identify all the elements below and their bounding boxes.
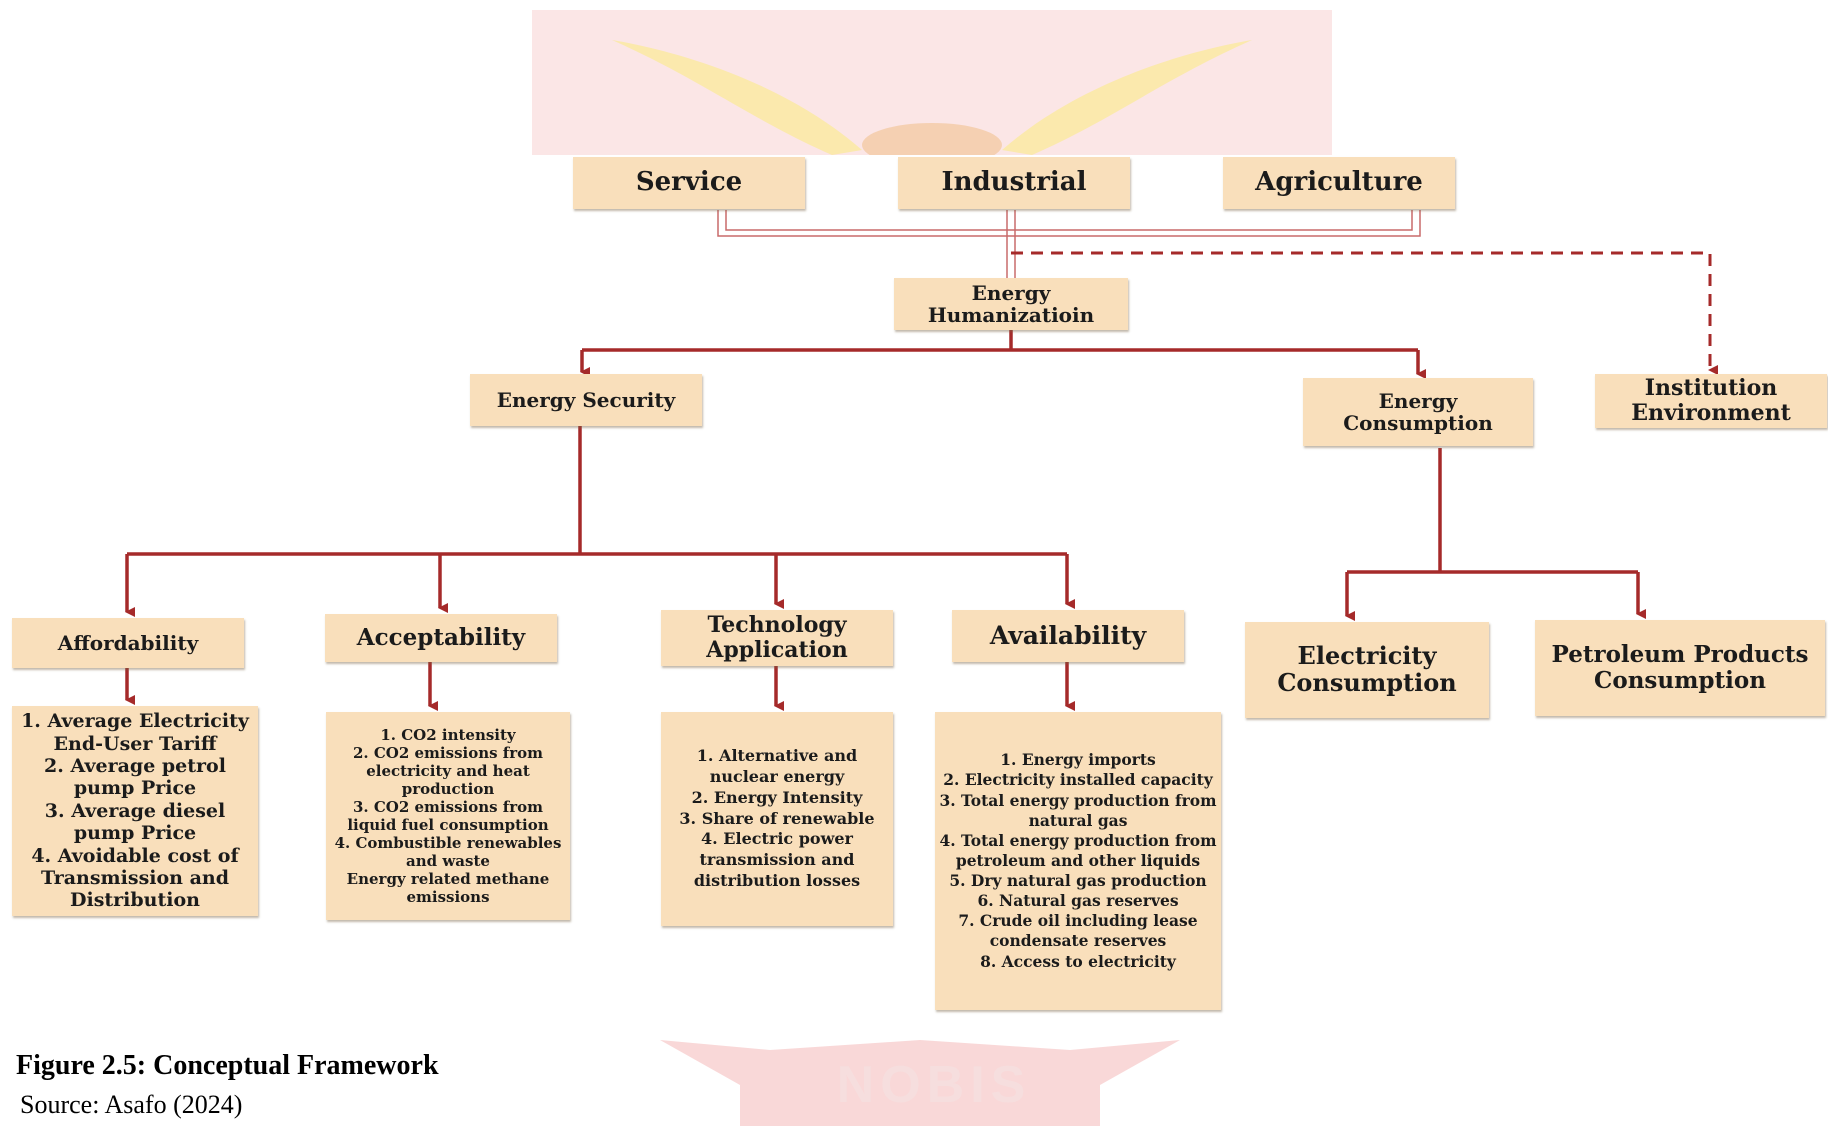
availability-indicators: 1. Energy imports 2. Electricity install… [935, 712, 1221, 1010]
list-item: 8. Access to electricity [980, 951, 1176, 971]
list-item: 5. Dry natural gas production [949, 871, 1207, 891]
technology-application-box: Technology Application [661, 610, 893, 666]
watermark-text: NOBIS [836, 1056, 1032, 1114]
energy-security-label: Energy Security [496, 387, 676, 412]
list-item: 4. Electric power transmission and distr… [693, 829, 861, 890]
sector-service-label: Service [635, 167, 743, 198]
energy-humanization-label: Energy Humanizatioin [927, 280, 1095, 327]
list-item: 1. Alternative and nuclear energy [696, 746, 858, 786]
availability-label: Availability [989, 621, 1147, 650]
list-item: 2. Average petrol pump Price [44, 754, 226, 800]
figure-caption: Figure 2.5: Conceptual Framework [16, 1050, 439, 1081]
acceptability-box: Acceptability [325, 614, 557, 662]
sector-agriculture-box: Agriculture [1223, 157, 1455, 209]
acceptability-indicators: 1. CO2 intensity 2. CO2 emissions from e… [326, 712, 570, 920]
energy-consumption-label: Energy Consumption [1343, 388, 1493, 435]
institution-environment-label: Institution Environment [1631, 375, 1791, 426]
list-item: 4. Avoidable cost of Transmission and Di… [31, 844, 239, 912]
affordability-label: Affordability [57, 630, 199, 655]
list-item: 2. Electricity installed capacity [943, 770, 1213, 790]
petroleum-consumption-box: Petroleum Products Consumption [1535, 620, 1825, 716]
list-item: 1. CO2 intensity [380, 726, 516, 744]
list-item: 1. Average Electricity End-User Tariff [21, 710, 249, 755]
list-item: 1. Energy imports [1000, 750, 1156, 770]
list-item: 2. Energy Intensity [691, 787, 863, 807]
sector-join-lines [717, 210, 1421, 278]
sector-industrial-box: Industrial [898, 157, 1130, 209]
list-item: 2. CO2 emissions from electricity and he… [352, 744, 544, 798]
list-item: Energy related methane emissions [346, 870, 550, 906]
figure-source: Source: Asafo (2024) [20, 1090, 243, 1119]
crest-wings-watermark [532, 10, 1332, 155]
list-item: 4. Total energy production from petroleu… [939, 830, 1217, 870]
crest-banner-watermark [660, 1040, 1180, 1126]
electricity-consumption-box: Electricity Consumption [1245, 622, 1489, 718]
availability-box: Availability [952, 610, 1184, 662]
list-item: 3. Total energy production from natural … [939, 790, 1217, 830]
list-item: 3. CO2 emissions from liquid fuel consum… [347, 798, 549, 834]
list-item: 3. Average diesel pump Price [44, 799, 226, 845]
affordability-indicators: 1. Average Electricity End-User Tariff 2… [12, 706, 258, 916]
list-item: 7. Crude oil including lease condensate … [958, 911, 1198, 951]
technology-application-label: Technology Application [706, 612, 848, 663]
list-item: 6. Natural gas reserves [977, 891, 1179, 911]
institution-environment-box: Institution Environment [1595, 374, 1827, 428]
sector-industrial-label: Industrial [941, 167, 1087, 198]
technology-application-indicators: 1. Alternative and nuclear energy 2. Ene… [661, 712, 893, 926]
sector-service-box: Service [573, 157, 805, 209]
petroleum-consumption-label: Petroleum Products Consumption [1551, 641, 1809, 694]
list-item: 3. Share of renewable [679, 808, 875, 828]
energy-security-box: Energy Security [470, 374, 702, 426]
sector-agriculture-label: Agriculture [1255, 167, 1423, 198]
electricity-consumption-label: Electricity Consumption [1277, 641, 1457, 697]
acceptability-label: Acceptability [356, 624, 526, 652]
list-item: 4. Combustible renewables and waste [334, 834, 562, 870]
affordability-box: Affordability [12, 618, 244, 668]
energy-humanization-box: Energy Humanizatioin [894, 278, 1128, 330]
energy-consumption-box: Energy Consumption [1303, 378, 1533, 446]
